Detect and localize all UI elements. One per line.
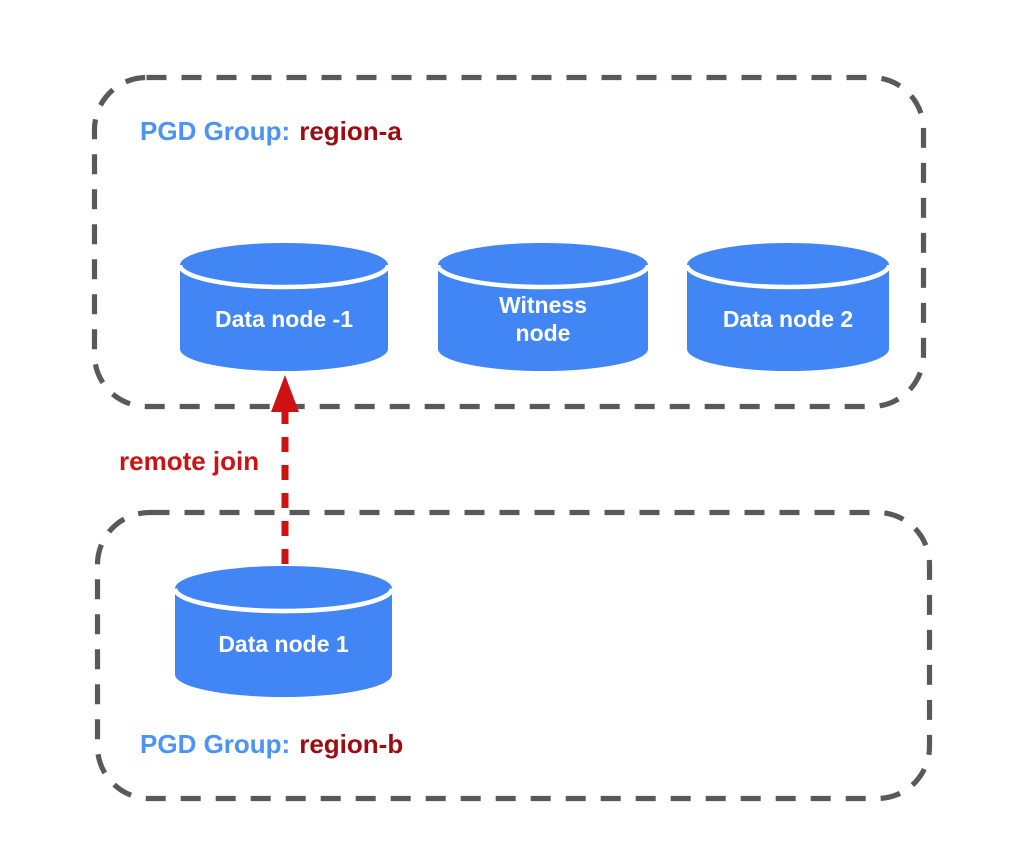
group-b-region-name: region-b xyxy=(299,729,404,759)
node-data-node-2: Data node 2 xyxy=(684,243,892,371)
group-a-prefix-label: PGD Group: xyxy=(140,116,291,146)
node-data-node-neg1: Data node -1 xyxy=(177,243,391,371)
node-label: Witness node xyxy=(499,292,587,346)
database-cylinder-icon xyxy=(172,566,395,697)
node-label: Data node 2 xyxy=(722,306,854,333)
remote-join-arrow xyxy=(271,375,299,564)
group-region-b-label: PGD Group: region-b xyxy=(140,729,403,760)
group-b-prefix-label: PGD Group: xyxy=(140,729,291,759)
group-region-a-border xyxy=(91,74,927,410)
remote-join-label: remote join xyxy=(119,446,260,476)
node-label: Data node -1 xyxy=(214,306,354,333)
node-data-node-1: Data node 1 xyxy=(172,566,395,697)
group-region-b-border xyxy=(94,509,933,802)
node-witness: Witness node xyxy=(435,243,651,371)
database-cylinder-icon xyxy=(435,243,651,371)
group-region-a-label: PGD Group: region-a xyxy=(140,116,402,147)
group-a-region-name: region-a xyxy=(299,116,402,146)
node-label: Data node 1 xyxy=(218,630,349,657)
remote-join-arrowhead-icon xyxy=(271,375,299,412)
database-cylinder-icon xyxy=(684,243,892,371)
database-cylinder-icon xyxy=(177,243,391,371)
